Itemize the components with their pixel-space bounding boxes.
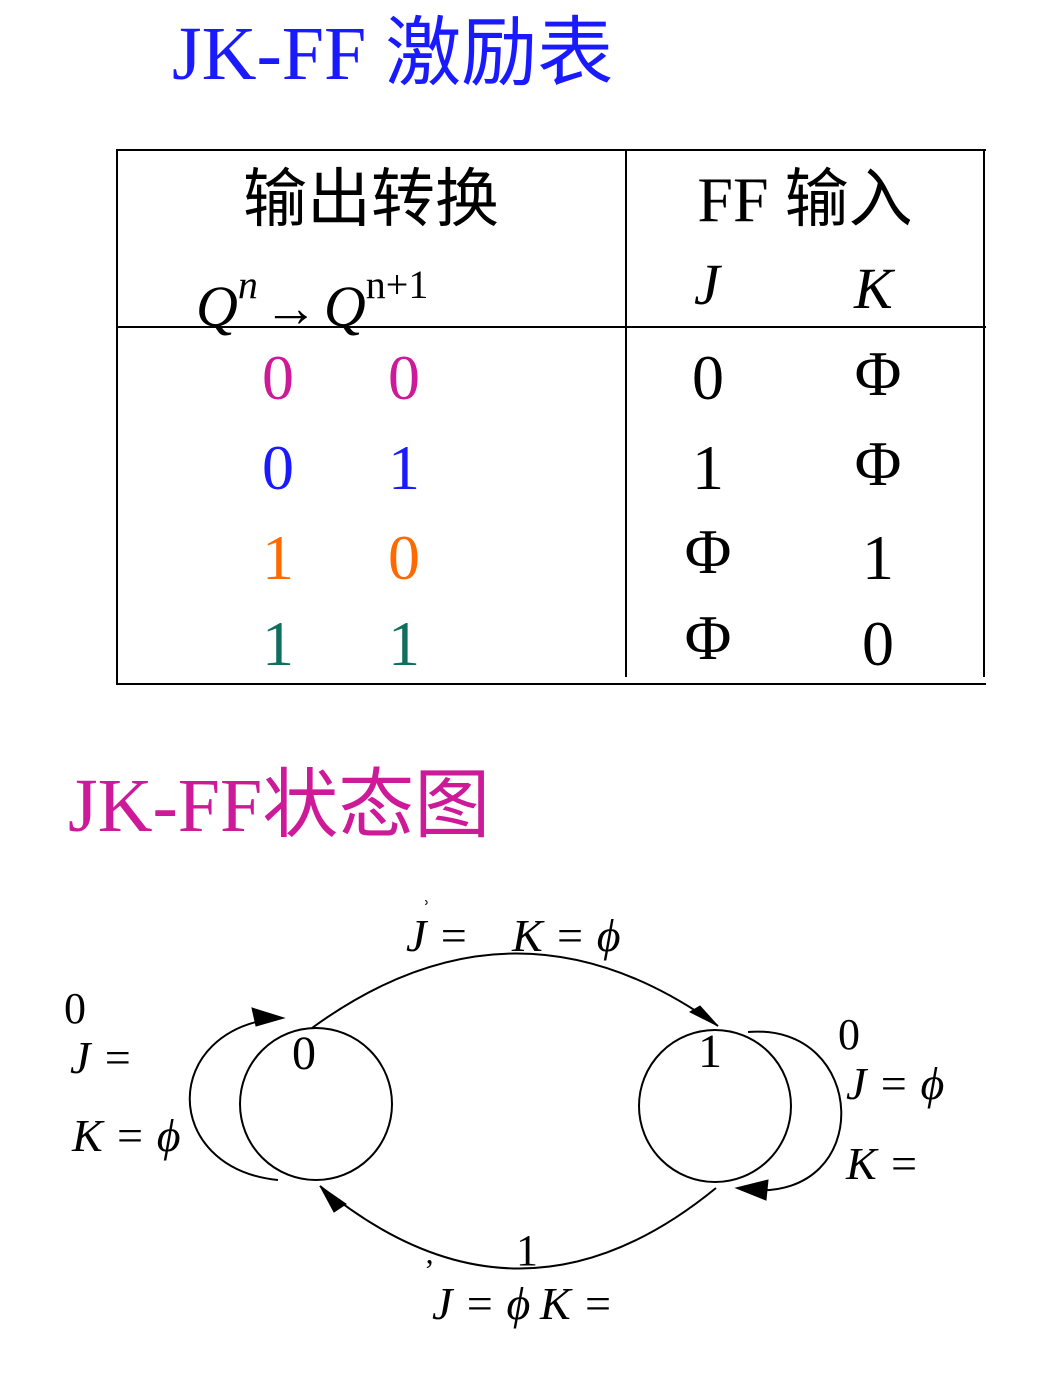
header-ff-input: FF 输入 — [697, 164, 913, 235]
row2-qn: 0 — [262, 432, 294, 503]
header-k: K — [854, 256, 893, 321]
transition-0-to-1-arc — [311, 952, 719, 1029]
table-header-divider — [116, 326, 986, 328]
arrowhead-1-to-0 — [319, 1185, 347, 1213]
row3-k: 1 — [862, 522, 894, 593]
bottom-transition-comma: ’ — [424, 1252, 435, 1288]
row2-k: Φ — [854, 428, 902, 499]
bottom-transition-j: J = ϕ — [432, 1278, 531, 1329]
bottom-transition-k: K = — [540, 1278, 614, 1329]
top-transition-j: J = — [406, 910, 469, 961]
superscript-n: n — [237, 262, 258, 307]
header-j: J — [694, 252, 720, 317]
table-right-border — [983, 149, 985, 677]
row1-qn1: 0 — [388, 342, 420, 413]
row3-qn: 1 — [262, 522, 294, 593]
self-loop-1-arc — [747, 1030, 843, 1192]
table-middle-divider — [625, 149, 627, 677]
q-next-symbol: Q — [323, 274, 366, 339]
left-loop-k: K = ϕ — [72, 1110, 181, 1161]
table-left-border — [116, 149, 118, 685]
right-loop-k: K = — [846, 1138, 920, 1189]
row1-qn: 0 — [262, 342, 294, 413]
row3-j: Φ — [684, 516, 732, 587]
transition-arrow: → — [263, 278, 318, 338]
left-loop-j: J = — [70, 1032, 133, 1083]
right-loop-mark: 0 — [838, 1010, 860, 1059]
superscript-n-plus-1: n+1 — [365, 262, 429, 307]
top-transition-mark: ʾ — [422, 896, 431, 925]
bottom-transition-mark: 1 — [516, 1226, 538, 1275]
state-1-circle — [638, 1029, 792, 1183]
arrowhead-0-to-1 — [688, 1005, 719, 1027]
row2-j: 1 — [692, 432, 724, 503]
table-bottom-border — [116, 683, 986, 685]
arrowhead-self-loop-0 — [251, 1007, 286, 1027]
self-loop-0-arc — [188, 1017, 281, 1181]
q-symbol: Q — [196, 274, 238, 339]
row4-k: 0 — [862, 608, 894, 679]
row4-qn1: 1 — [388, 608, 420, 679]
row1-j: 0 — [692, 342, 724, 413]
row4-qn: 1 — [262, 608, 294, 679]
left-loop-mark: 0 — [64, 984, 86, 1033]
top-transition-k: K = ϕ — [512, 910, 621, 961]
transition-1-to-0-arc — [319, 1185, 717, 1270]
right-loop-j: J = ϕ — [846, 1058, 945, 1109]
row1-k: Φ — [854, 338, 902, 409]
header-transition-expression: Qn→Qn+1 — [196, 250, 428, 343]
excitation-table-title: JK-FF 激励表 — [172, 12, 614, 96]
state-diagram-title: JK-FF状态图 — [68, 764, 491, 848]
arrowhead-self-loop-1 — [734, 1179, 769, 1201]
state-0-label: 0 — [292, 1027, 316, 1080]
state-0-circle — [239, 1027, 393, 1181]
state-1-label: 1 — [698, 1025, 722, 1078]
row4-j: Φ — [684, 602, 732, 673]
row3-qn1: 0 — [388, 522, 420, 593]
row2-qn1: 1 — [388, 432, 420, 503]
header-output-transition: 输出转换 — [243, 164, 499, 235]
table-top-border — [116, 149, 986, 151]
